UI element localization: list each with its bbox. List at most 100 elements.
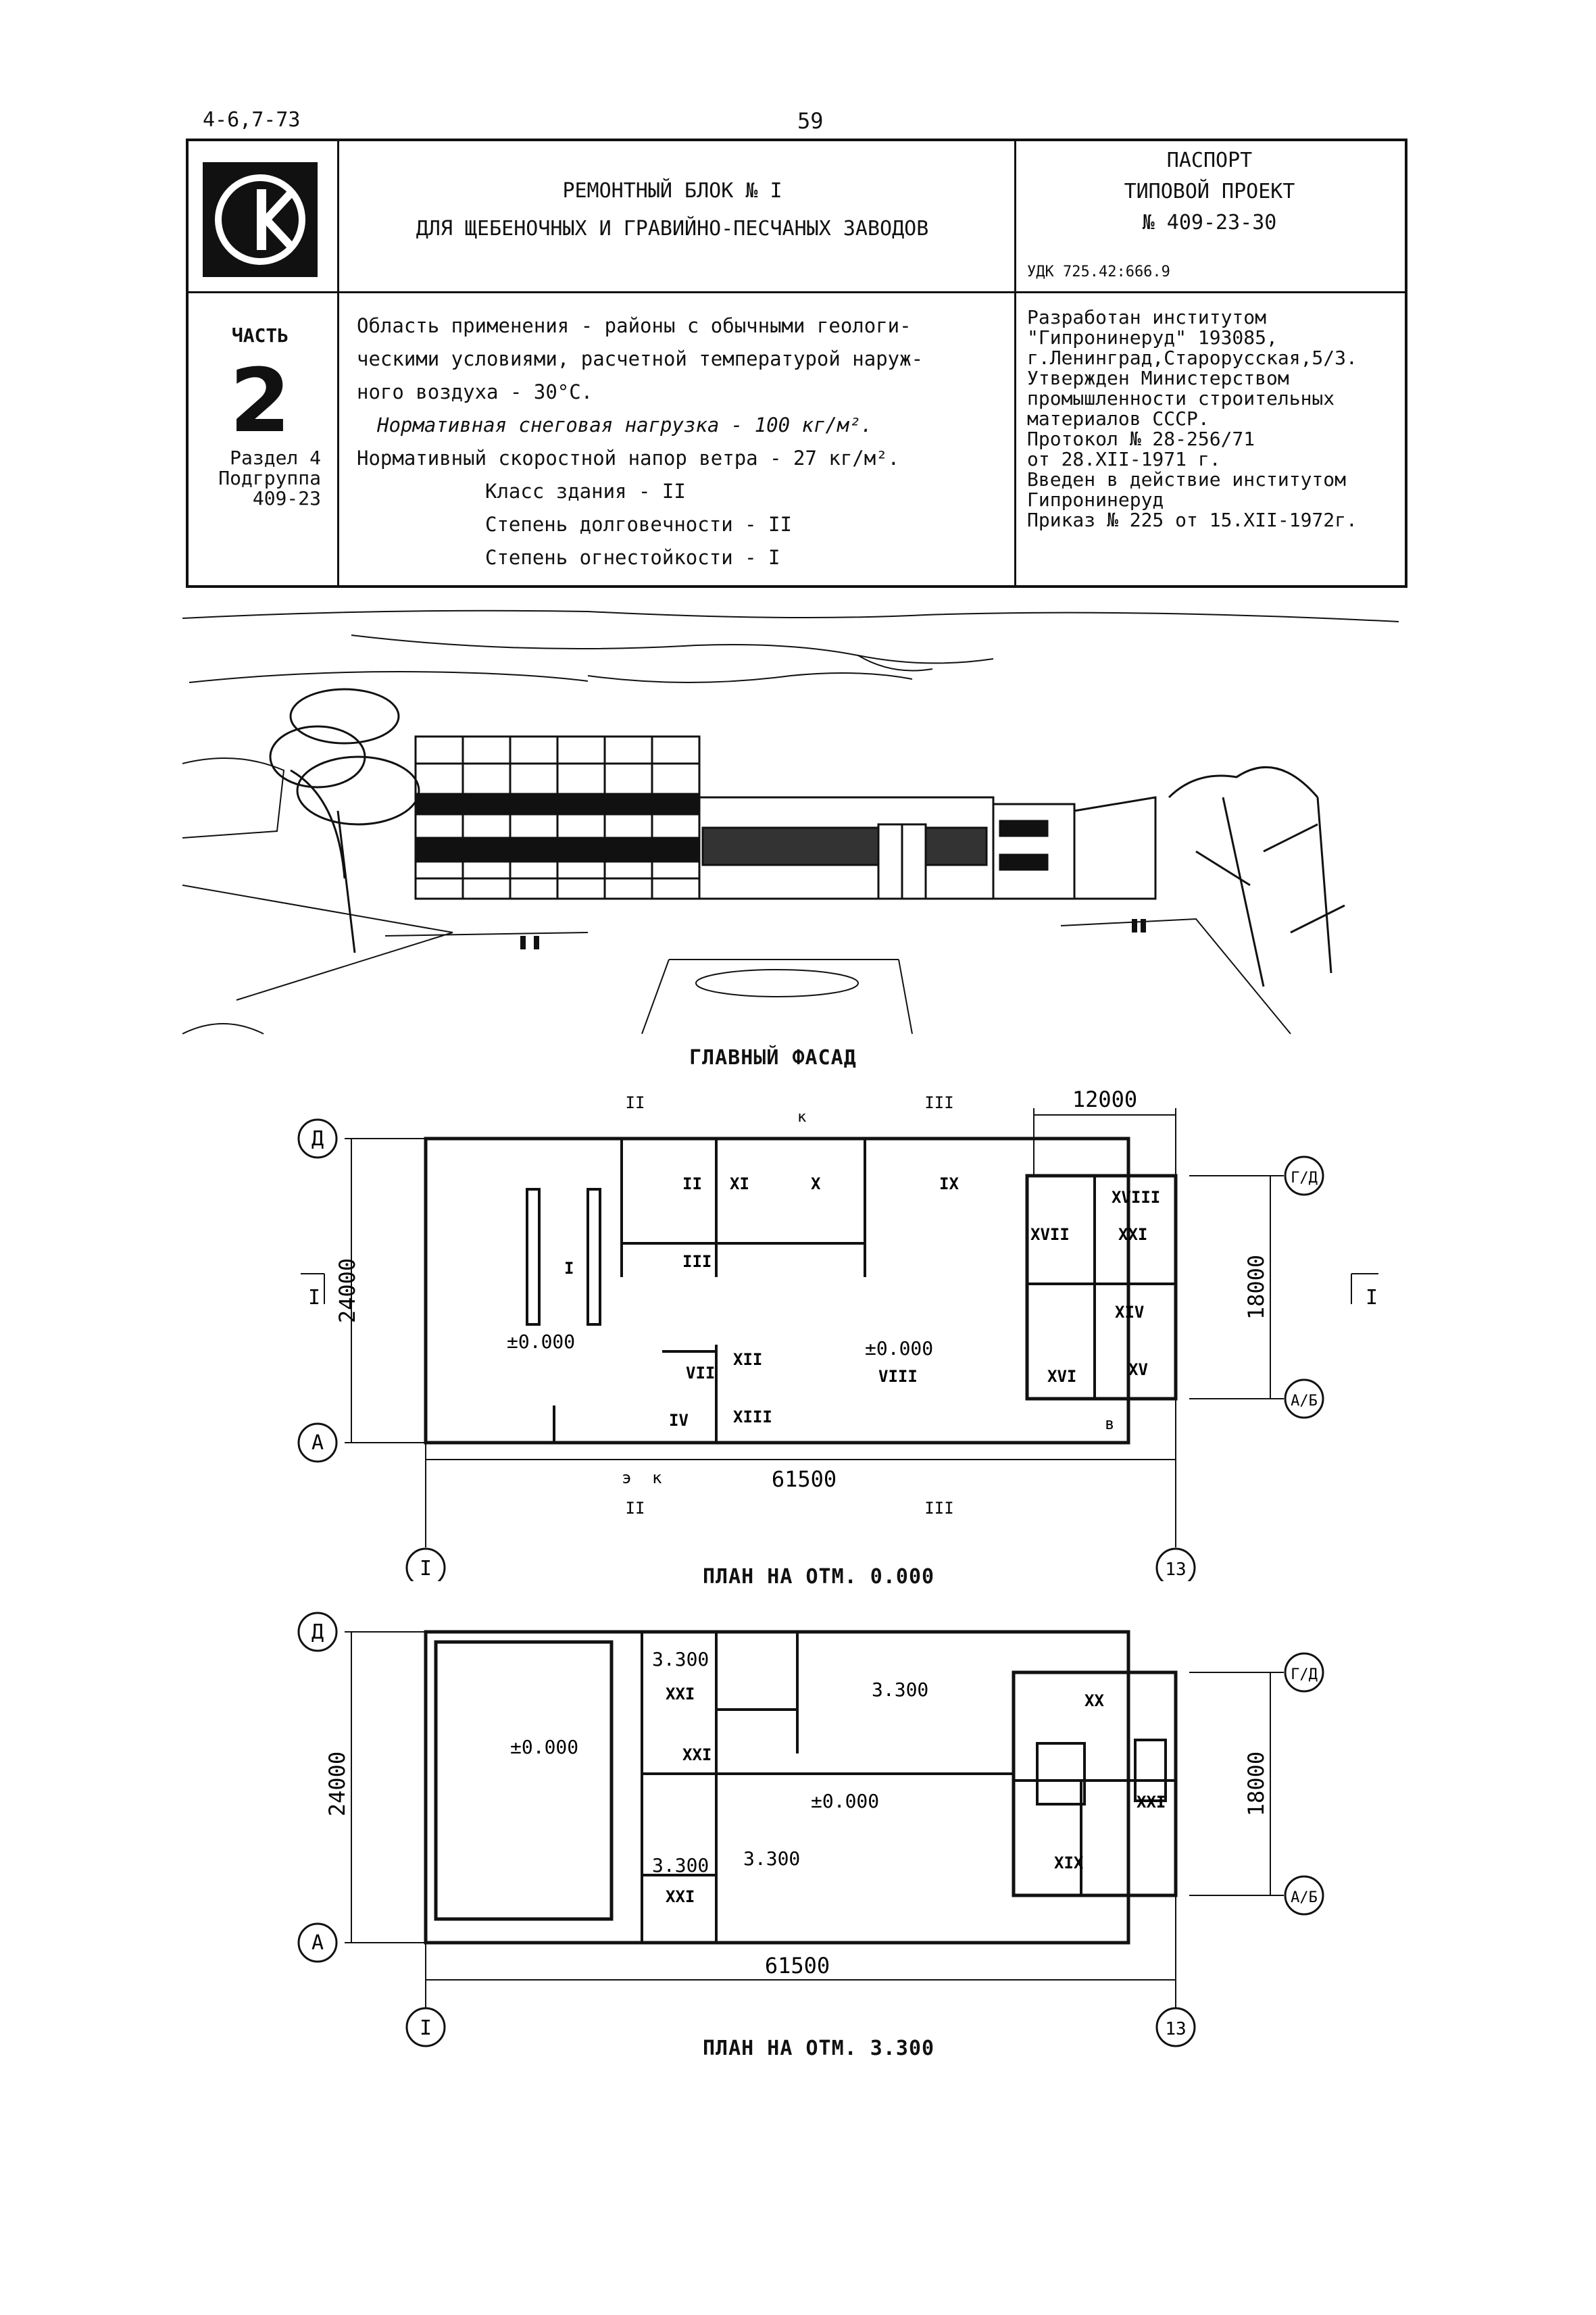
plan1-dimensions [301, 1108, 1378, 1547]
subgroup-label: Подгруппа [218, 467, 321, 489]
left-hills [182, 757, 453, 1035]
dim-depth: 24000 [324, 1751, 350, 1816]
room-label: XII [733, 1350, 762, 1369]
part-number: 2 [229, 349, 291, 452]
section-mark-right: I [1366, 1286, 1378, 1310]
part-block: ЧАСТЬ 2 Раздел 4 Подгруппа 409-23 [193, 324, 328, 509]
section-iii-top: III [924, 1093, 953, 1112]
dim-width: 61500 [765, 1953, 830, 1978]
level-left: ±0.000 [507, 1330, 575, 1353]
passport-line-1: ПАСПОРТ [1166, 149, 1253, 172]
entrance-k-top: к [797, 1109, 806, 1126]
axis-gd-label: Г/Д [1291, 1170, 1318, 1187]
entrance-e: э [622, 1468, 631, 1487]
level-mid: ±0.000 [811, 1790, 879, 1812]
plan-upper-floor: Д А I 13 Г/Д А/Б 24000 18000 61500 ±0.00… [297, 1612, 1324, 2047]
axis-bubble-right [1155, 1547, 1196, 1581]
plan2-caption: ПЛАН НА ОТМ. 3.300 [703, 2037, 935, 2060]
fire-resistance: Степень огнестойкости - I [485, 546, 780, 569]
plaza-ground [384, 918, 1291, 1035]
dev-line-6: материалов СССР. [1027, 407, 1210, 430]
axis-13-label: 13 [1165, 1560, 1186, 1580]
entrance-v: в [1105, 1414, 1114, 1433]
dev-line-10: Гипронинеруд [1027, 489, 1164, 511]
plan1-walls [526, 1139, 1176, 1443]
level-hall: ±0.000 [510, 1736, 578, 1758]
axis-ab-label: А/Б [1291, 1393, 1318, 1410]
sky-lines [182, 609, 1399, 683]
dim-width: 61500 [772, 1466, 837, 1492]
durability-class: Степень долговечности - II [485, 513, 792, 536]
room-label: XVI [1047, 1367, 1076, 1386]
section-iii-bottom: III [924, 1499, 953, 1518]
institute-logo [203, 162, 318, 277]
developer-info: Разработан институтом "Гипронинеруд" 193… [1027, 307, 1405, 530]
level-b: 3.300 [872, 1678, 928, 1701]
dim-annex-depth: 18000 [1243, 1255, 1269, 1320]
title-line-2: ДЛЯ ЩЕБЕНОЧНЫХ И ГРАВИЙНО-ПЕСЧАНЫХ ЗАВОД… [416, 217, 929, 241]
wind-load: Нормативный скоростной напор ветра - 27 … [357, 447, 900, 470]
axis-gd-label: Г/Д [1291, 1666, 1318, 1683]
room-label: VIII [878, 1367, 918, 1386]
plan2-room-labels: XXI XXI XXI XX XIX XXI [666, 1685, 1166, 1906]
room-label: VII [686, 1364, 715, 1383]
building-class: Класс здания - II [485, 480, 686, 503]
section-ii-top: II [626, 1093, 645, 1112]
dev-line-11: Приказ № 225 от 15.XII-1972г. [1027, 509, 1357, 531]
room-label: XXI [1118, 1225, 1147, 1244]
axis-1-label: I [420, 1557, 432, 1580]
section-mark-left: I [308, 1286, 320, 1310]
dev-line-8: от 28.XII-1971 г. [1027, 448, 1221, 470]
plan1-axis-bubbles [297, 1118, 1324, 1581]
plan1-room-labels: I II XI X IX III XII VII IV XIII VIII XV… [564, 1174, 1160, 1430]
dev-line-9: Введен в действие институтом [1027, 468, 1347, 491]
project-title: РЕМОНТНЫЙ БЛОК № I ДЛЯ ЩЕБЕНОЧНЫХ И ГРАВ… [338, 172, 1007, 248]
room-label: XXI [666, 1887, 695, 1906]
dev-line-1: Разработан институтом [1027, 306, 1267, 328]
room-label: IV [669, 1411, 689, 1430]
udk-code: УДК 725.42:666.9 [1027, 264, 1170, 280]
axis-bubble-left [405, 1547, 446, 1581]
plan2-axis-bubbles [297, 1612, 1324, 2047]
subgroup-code: 409-23 [252, 487, 321, 509]
room-label: IX [939, 1174, 959, 1193]
dev-line-7: Протокол № 28-256/71 [1027, 428, 1255, 450]
room-label: XVII [1030, 1225, 1070, 1244]
axis-ab-label: А/Б [1291, 1889, 1318, 1906]
section-ii-bottom: II [626, 1499, 645, 1518]
level-a: 3.300 [652, 1648, 709, 1670]
plan-ground-floor: Д А I 13 Г/Д А/Б 24000 18000 12000 61500… [297, 1087, 1378, 1581]
room-label: XXI [682, 1745, 712, 1764]
level-d: 3.300 [743, 1847, 800, 1870]
page-number: 59 [797, 108, 824, 134]
level-right: ±0.000 [865, 1337, 933, 1360]
scope-line-3: ного воздуха - 30°С. [357, 380, 593, 403]
dim-annex-depth: 18000 [1243, 1751, 1269, 1816]
room-label: XI [730, 1174, 749, 1193]
room-label: XIII [733, 1408, 772, 1426]
room-label: XV [1128, 1360, 1148, 1379]
plan1-outline [424, 1137, 1178, 1445]
room-label: XXI [666, 1685, 695, 1703]
plan2-outline [424, 1630, 1178, 1945]
facade-drawing [182, 609, 1399, 1035]
room-label: XIV [1115, 1303, 1144, 1322]
passport-line-3: № 409-23-30 [1142, 211, 1277, 234]
axis-a-label: А [311, 1931, 324, 1955]
axis-1-label: I [420, 2016, 432, 2040]
section-label: Раздел 4 [230, 447, 321, 469]
people-figures [520, 919, 1146, 949]
right-tree [1168, 766, 1345, 987]
room-label: X [811, 1174, 821, 1193]
plan1-caption: ПЛАН НА ОТМ. 0.000 [703, 1565, 935, 1589]
dim-depth: 24000 [334, 1258, 360, 1323]
passport-block: ПАСПОРТ ТИПОВОЙ ПРОЕКТ № 409-23-30 [1020, 145, 1399, 239]
building-facade [414, 735, 1157, 900]
dev-line-3: г.Ленинград,Старорусская,5/3. [1027, 347, 1357, 369]
dim-annex-width: 12000 [1072, 1087, 1137, 1112]
room-label: III [682, 1252, 712, 1271]
room-label: I [564, 1259, 574, 1278]
axis-d-label: Д [311, 1127, 324, 1151]
title-line-1: РЕМОНТНЫЙ БЛОК № I [562, 179, 782, 203]
dev-line-4: Утвержден Министерством [1027, 367, 1289, 389]
